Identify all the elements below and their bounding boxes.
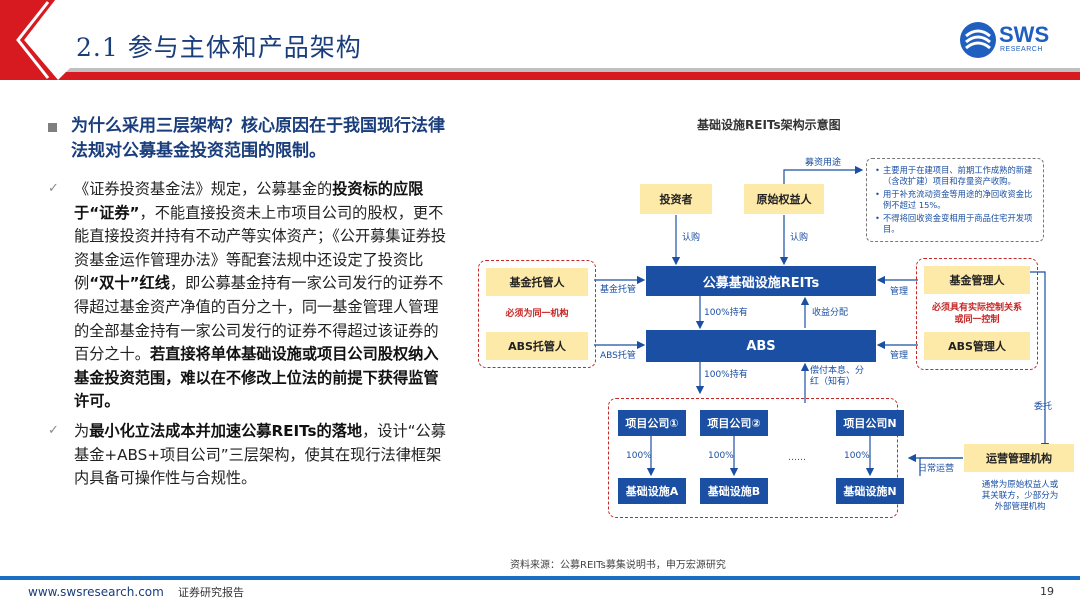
operator-box: 运营管理机构	[964, 444, 1074, 472]
label-daily-ops: 日常运营	[918, 464, 955, 474]
check-icon: ✓	[48, 422, 59, 438]
infra-n: 基础设施N	[836, 478, 904, 504]
infra-a: 基础设施A	[618, 478, 686, 504]
sws-logo-icon	[960, 22, 996, 58]
infra-b: 基础设施B	[700, 478, 768, 504]
project-company-2: 项目公司②	[700, 410, 768, 436]
same-institution-note: 必须为同一机构	[505, 309, 569, 319]
label-pct-n: 100%	[844, 451, 870, 461]
manager-control-note: 必须具有实际控制关系或同一控制	[931, 303, 1022, 325]
abs-box: ABS	[646, 330, 876, 362]
square-bullet-icon	[48, 123, 57, 132]
paragraph-1: ✓ 《证券投资基金法》规定，公募基金的投资标的应限于“证券”，不能直接投资未上市…	[48, 178, 448, 414]
label-manage-2: 管理	[890, 351, 909, 361]
footer-divider	[0, 576, 1080, 580]
project-company-1: 项目公司①	[618, 410, 686, 436]
label-pct-2: 100%	[708, 451, 734, 461]
diagram-title: 基础设施REITs架构示意图	[697, 118, 841, 132]
footer-report-label: 证券研究报告	[178, 586, 244, 599]
p2-text-c: ，设计“公募基金+ABS+项目公司”三层架构，使其在现行法律框架内具备可操作性与…	[74, 421, 446, 488]
manager-group	[916, 258, 1038, 370]
check-icon: ✓	[48, 181, 59, 196]
label-fund-use: 募资用途	[805, 158, 842, 168]
project-company-n: 项目公司N	[836, 410, 904, 436]
header-banner	[0, 0, 1080, 80]
question-bullet: 为什么采用三层架构？核心原因在于我国现行法律法规对公募基金投资范围的限制。	[48, 114, 448, 164]
source-note: 资料来源：公募REITs募集说明书，申万宏源研究	[510, 560, 726, 571]
p1-bold-b: 投资标的应限于“证券”	[74, 180, 424, 222]
p1-text-a: 《证券投资基金法》规定，公募基金的	[74, 180, 333, 198]
label-ellipsis: ……	[788, 453, 806, 463]
p1-bold-d: “双十”红线	[89, 274, 170, 293]
reits-box: 公募基础设施REITs	[646, 266, 876, 296]
paragraph-2: ✓ 为最小化立法成本并加速公募REITs的落地，设计“公募基金+ABS+项目公司…	[48, 420, 448, 491]
note-item: 用于补充流动资金等用途的净回收资金比例不超过 15%。	[875, 189, 1037, 211]
label-income: 收益分配	[812, 308, 849, 318]
label-subscribe-1: 认购	[682, 233, 701, 243]
label-hold-100-1: 100%持有	[704, 308, 748, 318]
left-text-column: 为什么采用三层架构？核心原因在于我国现行法律法规对公募基金投资范围的限制。 ✓ …	[48, 114, 448, 497]
p2-text-a: 为	[74, 421, 90, 440]
original-owner-box: 原始权益人	[744, 184, 824, 214]
p1-bold-f: 若直接将单体基础设施或项目公司股权纳入基金投资范围，难以在不修改上位法的前提下获…	[74, 345, 439, 411]
fund-use-note: 主要用于在建项目、前期工作成熟的新建（含改扩建）项目和存量资产收购。 用于补充流…	[866, 158, 1044, 242]
abs-custodian-box: ABS托管人	[486, 332, 588, 360]
logo-subtext: RESEARCH	[1000, 46, 1043, 53]
page-title: 2.1 参与主体和产品架构	[76, 33, 362, 62]
reits-structure-diagram: 基础设施REITs架构示意图	[460, 100, 1080, 570]
note-item: 不得将回收资金变相用于商品住宅开发项目。	[875, 213, 1037, 235]
label-fund-custody: 基金托管	[600, 285, 637, 295]
question-text: 为什么采用三层架构？核心原因在于我国现行法律法规对公募基金投资范围的限制。	[71, 116, 445, 161]
label-subscribe-2: 认购	[790, 233, 809, 243]
logo-text: SWS	[999, 22, 1050, 47]
label-hold-100-2: 100%持有	[704, 370, 748, 380]
p2-bold-b: 最小化立法成本并加速公募REITs的落地	[89, 421, 363, 440]
page-number: 19	[1040, 585, 1054, 598]
header: 2.1 参与主体和产品架构 SWS RESEARCH	[0, 0, 1080, 86]
fund-manager-box: 基金管理人	[924, 266, 1030, 294]
label-entrust: 委托	[1034, 402, 1053, 412]
p1-text-c: ，不能直接投资未上市项目公司的股权，更不能直接投资并持有不动产等实体资产；《公开…	[74, 203, 447, 293]
label-interest: 偿付本息、分红（知有）	[810, 366, 865, 387]
note-item: 主要用于在建项目、前期工作成熟的新建（含改扩建）项目和存量资产收购。	[875, 165, 1037, 187]
footer-url-link[interactable]: www.swsresearch.com	[28, 585, 164, 599]
investor-box: 投资者	[640, 184, 712, 214]
fund-custodian-box: 基金托管人	[486, 268, 588, 296]
custodian-group	[478, 260, 596, 368]
label-abs-custody: ABS托管	[600, 351, 636, 361]
label-pct-1: 100%	[626, 451, 652, 461]
abs-manager-box: ABS管理人	[924, 332, 1030, 360]
label-manage-1: 管理	[890, 287, 909, 297]
operator-note: 通常为原始权益人或其关联方，少部分为外部管理机构	[981, 480, 1059, 512]
project-company-group	[608, 398, 898, 518]
p1-text-e: ，即公募基金持有一家公司发行的证券不得超过基金资产净值的百分之十，同一基金管理人…	[74, 274, 444, 364]
